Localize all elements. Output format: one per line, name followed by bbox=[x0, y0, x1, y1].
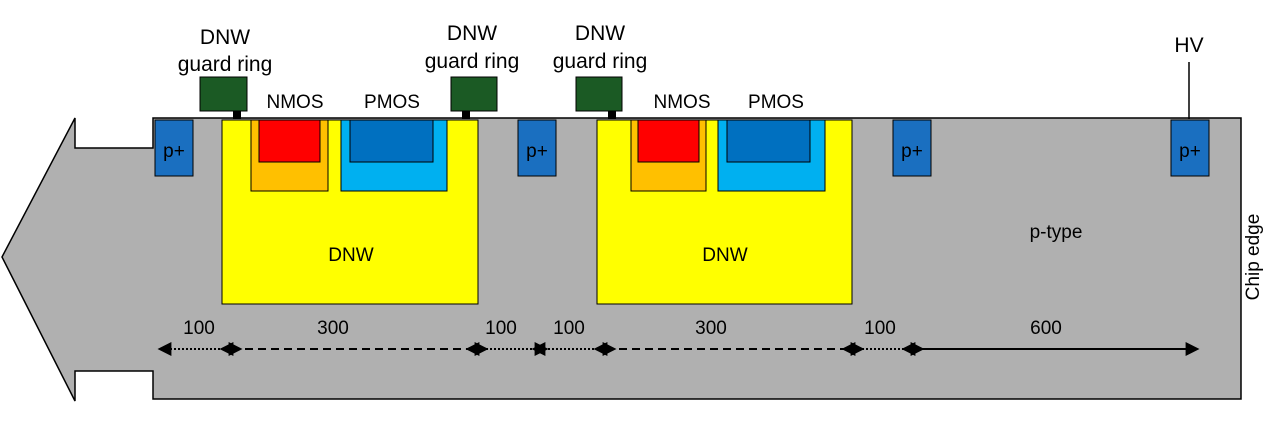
pmos-active-1 bbox=[349, 119, 434, 163]
dnw-label-2: DNW bbox=[702, 245, 747, 266]
p-plus-label-3: p+ bbox=[901, 141, 923, 162]
dimension-label: 100 bbox=[553, 318, 585, 339]
p-type-label: p-type bbox=[1030, 222, 1083, 243]
pmos-active-2 bbox=[726, 119, 811, 163]
dnw-label-1: DNW bbox=[328, 245, 373, 266]
dimension-label: 100 bbox=[864, 318, 896, 339]
guard-ring-stem-2 bbox=[462, 111, 470, 119]
nmos-label-2: NMOS bbox=[654, 92, 711, 113]
guard-ring-label-3-line2: guard ring bbox=[553, 50, 648, 73]
guard-ring-stem-1 bbox=[233, 111, 241, 119]
dimension-label: 100 bbox=[183, 318, 215, 339]
p-plus-label-1: p+ bbox=[163, 141, 185, 162]
pmos-label-1: PMOS bbox=[364, 92, 420, 113]
hv-label: HV bbox=[1174, 34, 1203, 57]
nmos-active-1 bbox=[258, 119, 321, 163]
dimension-label: 300 bbox=[695, 318, 727, 339]
guard-ring-label-2-line1: DNW bbox=[447, 22, 497, 45]
guard-ring-label-1-line2: guard ring bbox=[178, 53, 273, 76]
p-plus-label-4: p+ bbox=[1179, 141, 1201, 162]
pmos-label-2: PMOS bbox=[748, 92, 804, 113]
nmos-active-2 bbox=[637, 119, 700, 163]
dimension-label: 600 bbox=[1030, 318, 1062, 339]
nmos-label-1: NMOS bbox=[267, 92, 324, 113]
p-plus-contact-2 bbox=[517, 119, 557, 177]
guard-ring-label-1-line1: DNW bbox=[200, 26, 250, 49]
guard-ring-contact-3 bbox=[575, 76, 623, 112]
guard-ring-contact-2 bbox=[450, 76, 498, 112]
guard-ring-stem-3 bbox=[608, 111, 616, 119]
guard-ring-label-2-line2: guard ring bbox=[425, 50, 520, 73]
guard-ring-contact-1 bbox=[199, 76, 248, 112]
p-plus-contact-1 bbox=[154, 119, 194, 177]
p-plus-contact-3 bbox=[892, 119, 932, 177]
chip-edge-label: Chip edge bbox=[1243, 214, 1264, 301]
p-plus-contact-4 bbox=[1170, 119, 1210, 177]
p-plus-label-2: p+ bbox=[526, 141, 548, 162]
guard-ring-label-3-line1: DNW bbox=[575, 22, 625, 45]
dimension-label: 100 bbox=[485, 318, 517, 339]
dimension-label: 300 bbox=[317, 318, 349, 339]
